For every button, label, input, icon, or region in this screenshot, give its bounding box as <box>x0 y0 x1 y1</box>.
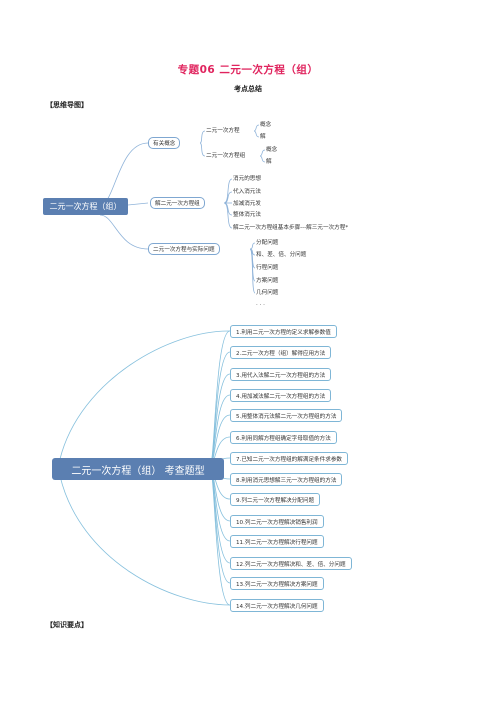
branch-concepts: 有关概念 <box>148 137 181 149</box>
branch-applications: 二元一次方程与实际问题 <box>148 243 220 255</box>
topic-14: 14.列二元一次方程解决几何问题 <box>230 599 324 612</box>
branch-solve-system: 解二元一次方程组 <box>150 197 205 209</box>
topic-5: 5.用整体消元法解二元一次方程组的方法 <box>230 409 343 422</box>
question-types-root: 二元一次方程（组） 考查题型 <box>52 458 224 480</box>
app-item-1: 分配问题 <box>256 240 279 246</box>
topic-3: 3.用代入法解二元一次方程组的方法 <box>230 368 332 381</box>
topic-7: 7.已知二元一次方程组的解满足条件求参数 <box>230 452 349 465</box>
topic-2: 2.二元一次方程（组）解得应用方法 <box>230 346 332 359</box>
sub-linear-system: 二元一次方程组 <box>206 153 246 159</box>
app-item-5: 几何问题 <box>256 290 279 296</box>
topic-4: 4.用加减法解二元一次方程组的方法 <box>230 389 332 402</box>
leaf-concept-1: 概念 <box>260 122 272 128</box>
solve-item-4: 整体消元法 <box>233 212 261 218</box>
topic-6: 6.利用同解方程组确定字母取值的方法 <box>230 431 337 444</box>
topic-9: 9.列二元一次方程解决分配问题 <box>230 493 321 506</box>
page-title: 专题06 二元一次方程（组） <box>177 64 319 76</box>
leaf-concept-2: 概念 <box>266 147 278 153</box>
solve-item-3: 加减消元发 <box>233 201 261 207</box>
leaf-solution-1: 解 <box>260 134 266 140</box>
solve-item-1: 消元的思想 <box>233 176 261 182</box>
leaf-solution-2: 解 <box>266 159 272 165</box>
section-mindmap-heading: 【思维导图】 <box>46 101 88 109</box>
topic-8: 8.利用消元思想解三元一次方程组的方法 <box>230 473 343 486</box>
topic-10: 10.列二元一次方程解决销售利润 <box>230 515 324 528</box>
app-item-2: 和、差、倍、分问题 <box>256 252 307 258</box>
topic-12: 12.列二元一次方程解决和、差、倍、分问题 <box>230 557 352 570</box>
mindmap-root: 二元一次方程（组） <box>43 198 128 215</box>
app-item-4: 方案问题 <box>256 278 279 284</box>
solve-item-5: 解二元一次方程组基本步骤---解三元一次方程* <box>233 225 349 231</box>
app-item-3: 行程问题 <box>256 265 279 271</box>
topic-13: 13.列二元一次方程解决方案问题 <box>230 577 324 590</box>
topic-11: 11.列二元一次方程解决行程问题 <box>230 535 324 548</box>
sub-linear-equation: 二元一次方程 <box>206 128 240 134</box>
section-knowledge-heading: 【知识要点】 <box>46 621 88 629</box>
page-subtitle: 考点总结 <box>234 85 262 93</box>
solve-item-2: 代入消元法 <box>233 189 261 195</box>
topic-1: 1.利用二元一次方程的定义求解参数值 <box>230 325 337 338</box>
app-item-ellipsis: · · · <box>256 302 265 308</box>
